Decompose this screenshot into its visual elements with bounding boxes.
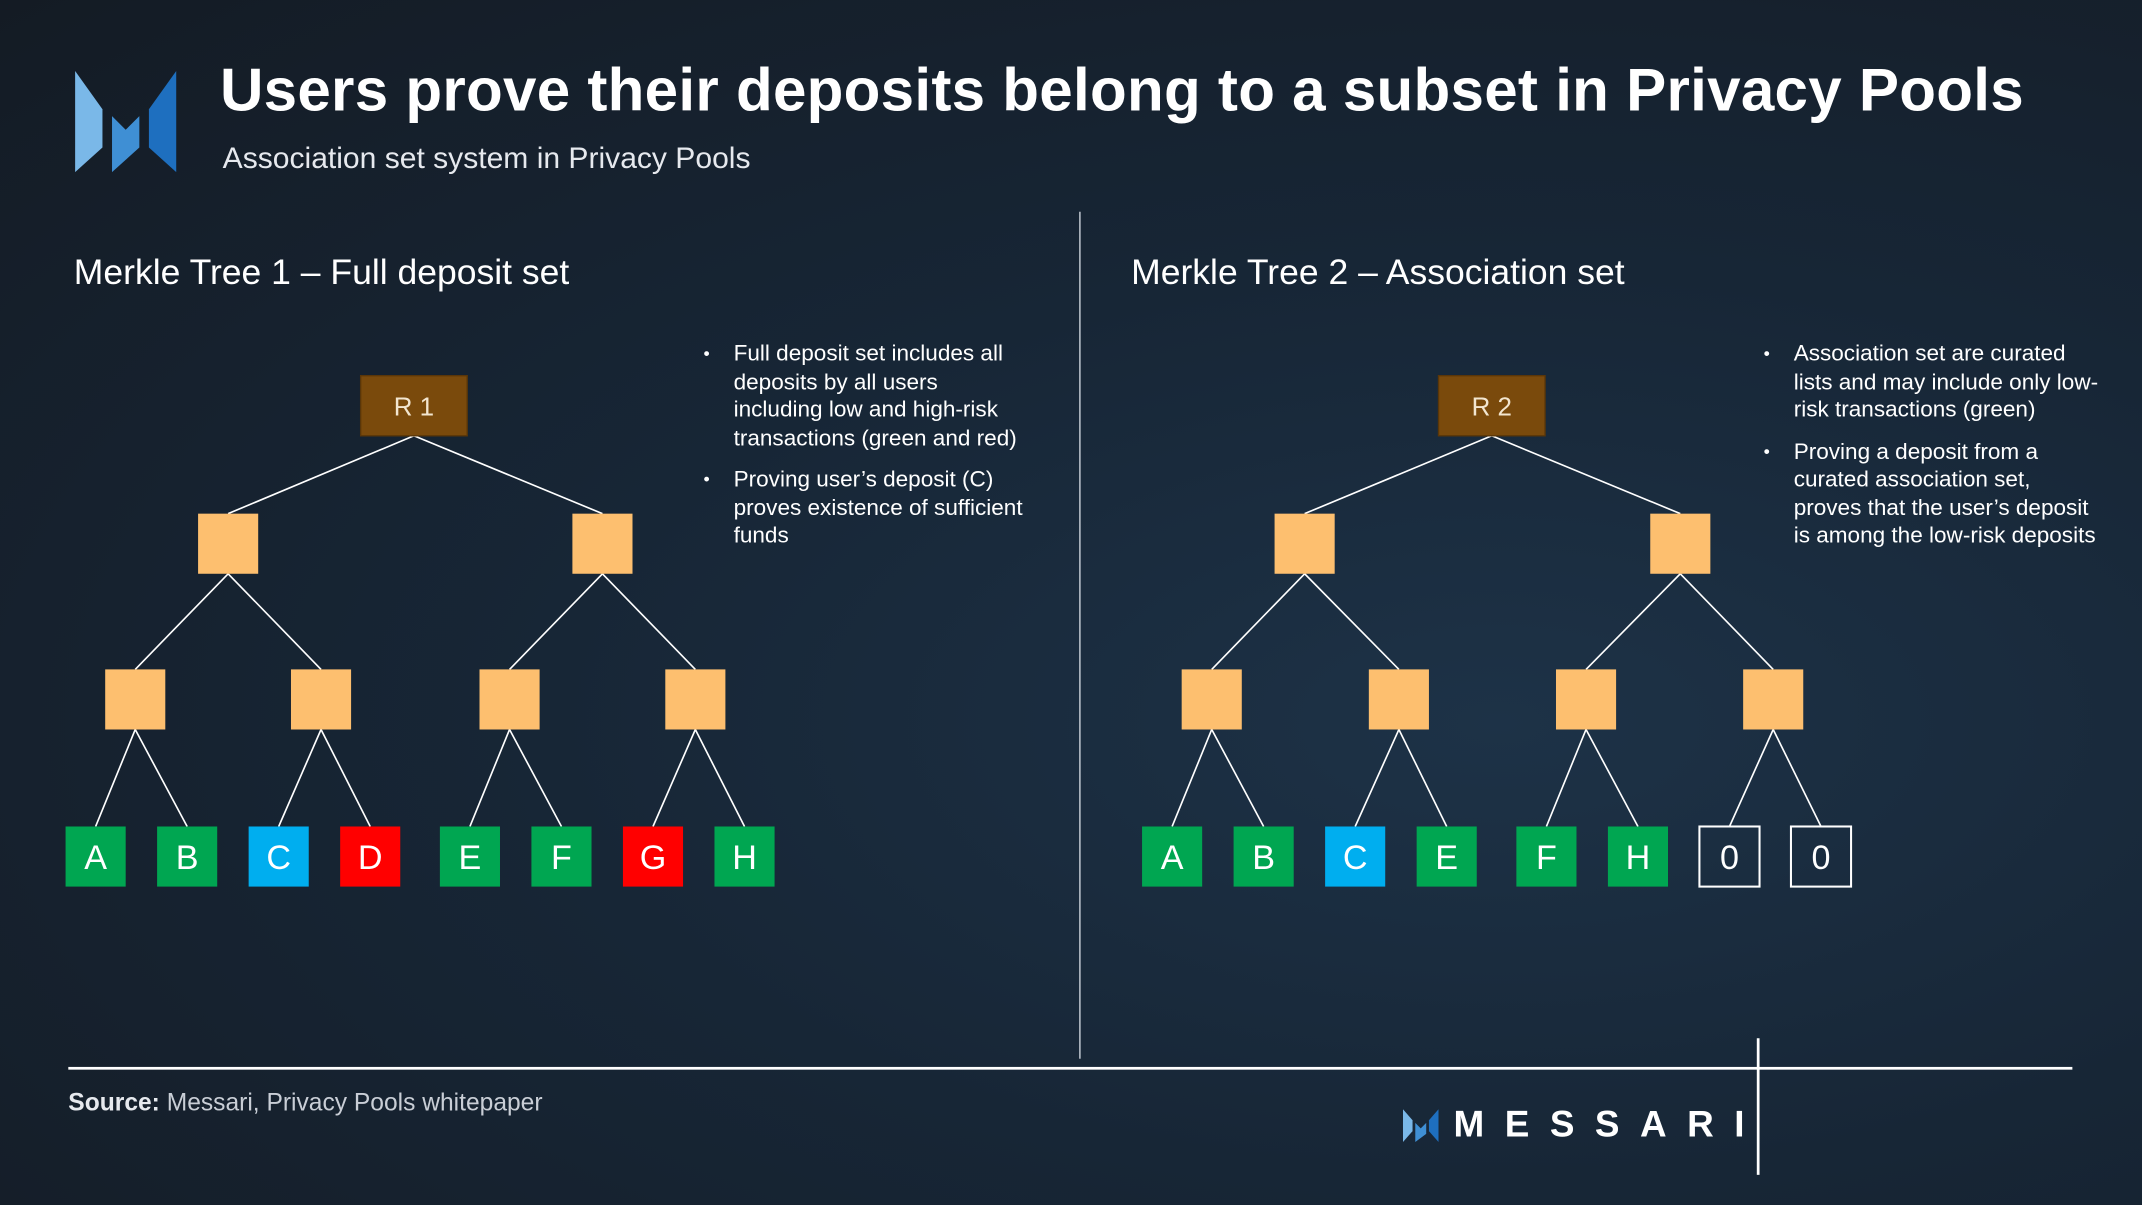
leaf-label: B xyxy=(1252,839,1275,877)
leaf-node-green xyxy=(1233,826,1294,887)
hash-node xyxy=(290,669,352,730)
root-label: R 2 xyxy=(1472,393,1512,421)
note: Proving user’s deposit (C) proves existe… xyxy=(704,466,1032,550)
panel-divider xyxy=(1079,211,1081,1059)
leaf-label: A xyxy=(84,839,107,877)
tree-edge xyxy=(1491,435,1681,515)
leaf-label: A xyxy=(1161,839,1184,877)
tree-edge xyxy=(1585,729,1639,827)
tree-edge xyxy=(1585,573,1681,670)
leaf-node-green xyxy=(1416,826,1477,887)
leaf-node-red xyxy=(340,826,401,887)
tree-edge xyxy=(320,729,371,827)
leaf-label: F xyxy=(551,839,572,877)
leaf-node-green xyxy=(157,826,218,887)
hash-node xyxy=(665,669,726,730)
tree-edge xyxy=(601,573,696,670)
source-note: Source: Messari, Privacy Pools whitepape… xyxy=(68,1089,542,1118)
leaf-node-green xyxy=(531,826,592,887)
root-node xyxy=(359,374,468,437)
leaf-label: C xyxy=(1343,839,1368,877)
tree-edge xyxy=(1398,729,1448,827)
tree-edge xyxy=(508,729,563,827)
tree-edge xyxy=(652,729,697,827)
leaf-label: G xyxy=(640,839,667,877)
leaf-node-green xyxy=(439,826,500,887)
tree-edge xyxy=(277,729,322,827)
footer-vertical-rule xyxy=(1756,1038,1760,1175)
tree-edge xyxy=(134,573,229,670)
messari-logo-icon xyxy=(75,71,177,173)
leaf-node-green xyxy=(1607,826,1669,887)
leaf-label: B xyxy=(176,839,199,877)
hash-node xyxy=(105,669,166,730)
tree-edge xyxy=(94,729,137,827)
tree-edge xyxy=(227,573,322,670)
tree-edge xyxy=(694,729,746,827)
hash-node xyxy=(1274,513,1335,574)
note: Proving a deposit from a curated associa… xyxy=(1764,438,2099,550)
tree-edge xyxy=(1211,573,1306,670)
leaf-label: 0 xyxy=(1720,839,1739,877)
footer-rule xyxy=(68,1066,2073,1070)
leaf-label: F xyxy=(1536,839,1557,877)
leaf-node-empty xyxy=(1698,825,1761,888)
tree-edge xyxy=(1211,729,1265,827)
tree-edge xyxy=(508,573,604,670)
leaf-node-blue xyxy=(1325,826,1386,887)
leaf-label: D xyxy=(358,839,383,877)
tree-edge xyxy=(1304,573,1400,670)
root-node xyxy=(1437,374,1546,437)
leaf-node-green xyxy=(714,826,775,887)
tree-edge xyxy=(1545,729,1587,827)
hash-node xyxy=(1743,669,1804,730)
note: Full deposit set includes all deposits b… xyxy=(704,340,1032,452)
tree-2-notes: Association set are curated lists and ma… xyxy=(1764,340,2099,563)
tree-edge xyxy=(1772,729,1822,827)
leaf-label: H xyxy=(1626,839,1651,877)
hash-node xyxy=(1181,669,1242,730)
brand-wordmark: MESSARI xyxy=(1453,1103,1766,1145)
messari-footer-logo-icon xyxy=(1402,1109,1439,1143)
leaf-label: C xyxy=(266,839,291,877)
leaf-node-green xyxy=(1516,826,1577,887)
tree-edge xyxy=(1171,729,1213,827)
tree-edge xyxy=(1304,435,1493,515)
tree-edge xyxy=(1679,573,1774,670)
page-title: Users prove their deposits belong to a s… xyxy=(219,57,2024,125)
leaf-label: E xyxy=(459,839,482,877)
tree-2-title: Merkle Tree 2 – Association set xyxy=(1131,251,1625,293)
tree-edge xyxy=(1354,729,1400,827)
tree-edge xyxy=(469,729,511,827)
tree-1-title: Merkle Tree 1 – Full deposit set xyxy=(73,251,570,293)
hash-node xyxy=(1650,513,1711,574)
tree-edge xyxy=(227,435,415,515)
leaf-node-green xyxy=(65,826,126,887)
source-text: Messari, Privacy Pools whitepaper xyxy=(159,1088,543,1117)
tree-1-notes: Full deposit set includes all deposits b… xyxy=(704,340,1032,563)
page-subtitle: Association set system in Privacy Pools xyxy=(222,140,751,175)
note: Association set are curated lists and ma… xyxy=(1764,340,2099,424)
tree-edge xyxy=(413,435,603,515)
hash-node xyxy=(1555,669,1617,730)
leaf-label: E xyxy=(1435,839,1458,877)
hash-node xyxy=(572,513,633,574)
tree-edge xyxy=(1728,729,1774,827)
leaf-label: 0 xyxy=(1812,839,1831,877)
tree-edge xyxy=(134,729,188,827)
leaf-node-empty xyxy=(1789,825,1853,888)
hash-node xyxy=(1368,669,1429,730)
source-label: Source: xyxy=(68,1088,160,1117)
leaf-label: H xyxy=(732,839,757,877)
leaf-node-blue xyxy=(248,826,309,887)
root-label: R 1 xyxy=(394,393,434,421)
hash-node xyxy=(198,513,259,574)
leaf-node-red xyxy=(622,826,684,887)
hash-node xyxy=(479,669,540,730)
leaf-node-green xyxy=(1142,826,1203,887)
